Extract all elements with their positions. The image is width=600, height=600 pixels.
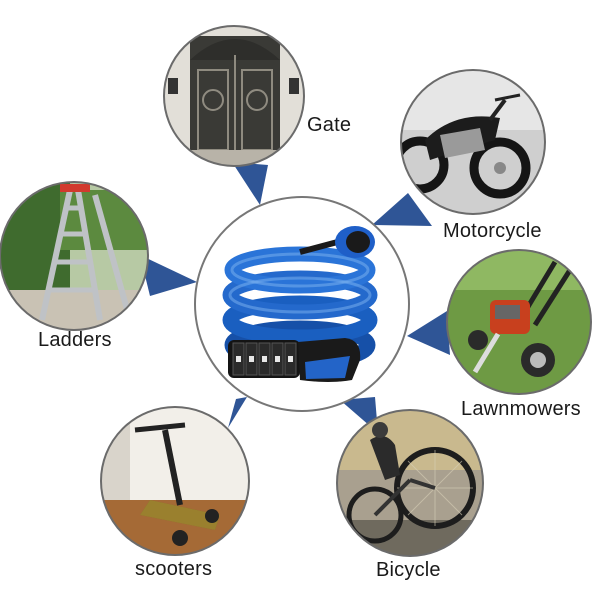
connector-lawnmowers [407,311,450,355]
product-circle [194,196,410,412]
coiled-cable-lock-image [222,226,378,382]
connector-motorcycle [372,193,432,226]
label-bicycle: Bicycle [376,559,441,581]
bicycle-circle [336,409,484,557]
label-gate: Gate [307,114,352,136]
gate-circle [163,25,305,167]
lawnmowers-circle [446,249,592,395]
connectors [140,162,450,433]
label-lawnmowers: Lawnmowers [461,398,581,420]
label-ladders: Ladders [38,329,112,351]
motorcycle-circle [400,69,546,215]
ladders-circle [0,181,149,331]
scooters-circle [100,406,250,556]
label-motorcycle: Motorcycle [443,220,542,242]
label-scooters: scooters [135,558,213,580]
connector-gate [232,162,268,205]
connector-scooters [228,397,247,428]
connector-ladders [140,255,197,296]
